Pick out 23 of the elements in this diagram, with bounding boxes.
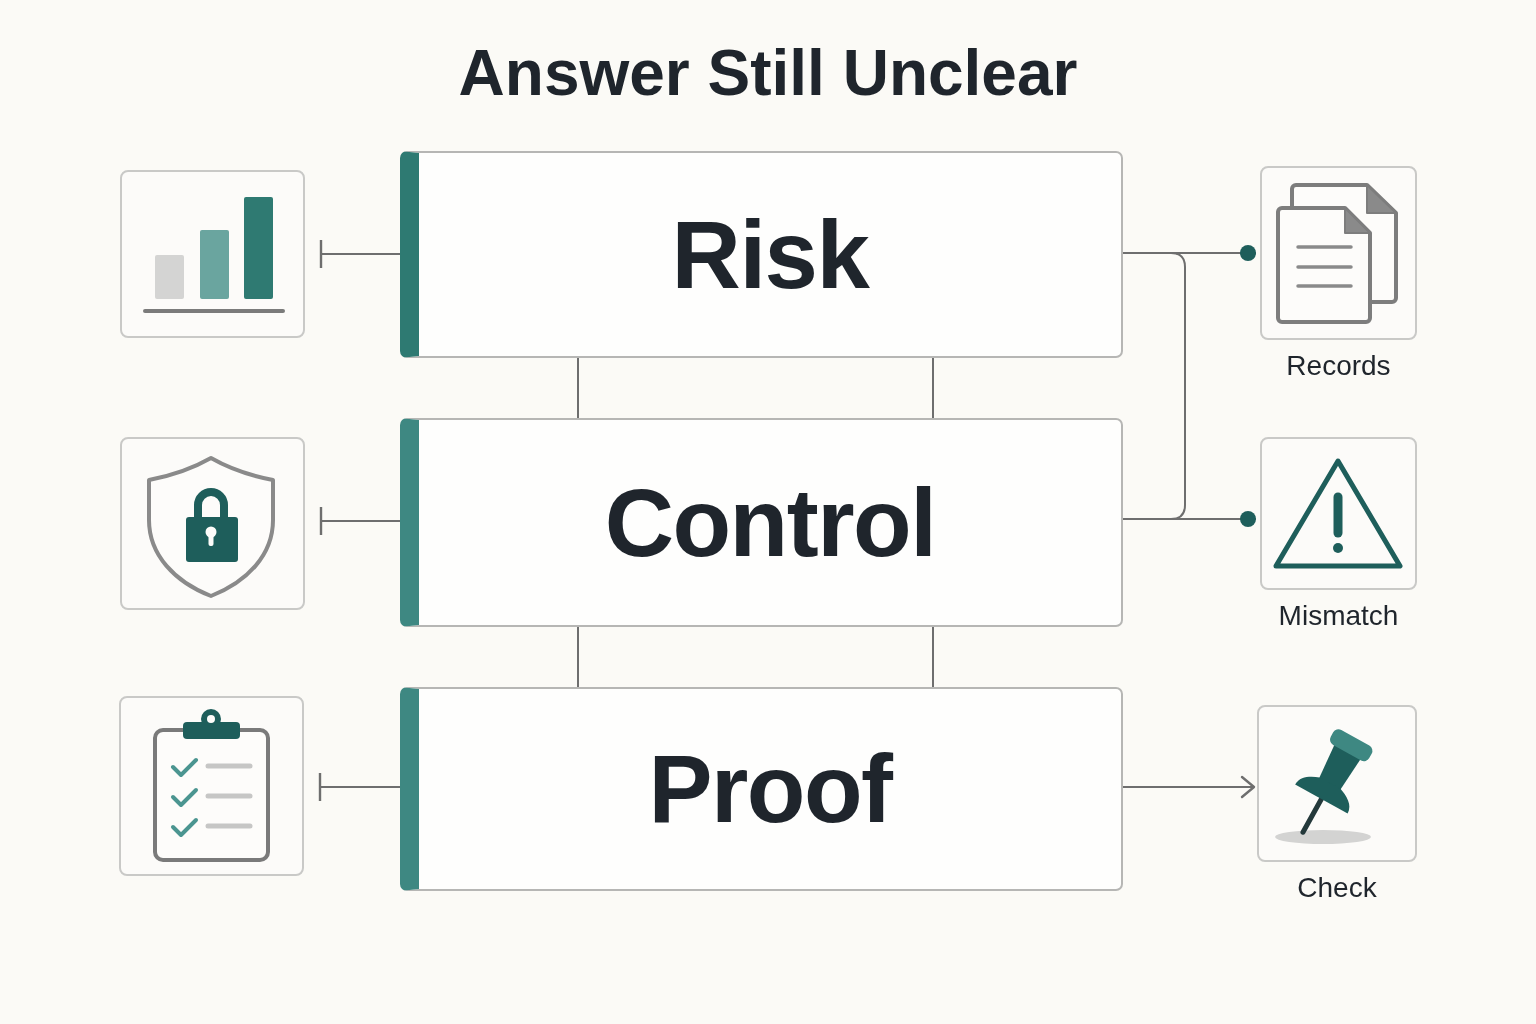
connector-line: [319, 238, 401, 270]
connector-line: [577, 626, 579, 688]
connector-line: [932, 357, 934, 419]
box-label: Risk: [671, 201, 869, 308]
process-box: [400, 687, 1123, 891]
box-label: Proof: [648, 736, 892, 842]
connector-line: [932, 626, 934, 688]
icon-tile: [120, 437, 305, 610]
tile-caption: Check: [1297, 872, 1377, 904]
arrow: [1122, 775, 1256, 799]
tile-caption: Records: [1286, 350, 1391, 382]
icon-tile: [120, 170, 305, 338]
connector-line: [1122, 245, 1257, 261]
connector-line: [319, 505, 401, 537]
diagram-title: Answer Still Unclear: [458, 37, 1078, 109]
process-box: [400, 418, 1123, 627]
icon-tile: [119, 696, 304, 876]
connector-line: [1122, 511, 1257, 527]
tile-caption: Mismatch: [1278, 600, 1399, 632]
connector-line: [318, 771, 401, 803]
process-box: [400, 151, 1123, 358]
connector-line: [577, 357, 579, 419]
box-label: Control: [604, 469, 936, 576]
